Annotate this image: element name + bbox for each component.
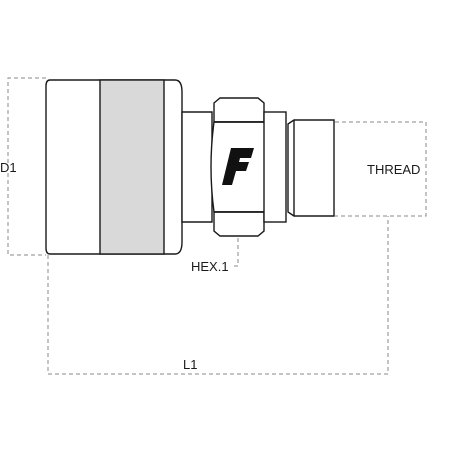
thread-label: THREAD [367,162,420,177]
dimension-lines [7,77,427,375]
hex-leader-line [232,238,239,267]
d1-dimension-line [7,77,46,256]
brand-logo-icon [222,148,254,185]
thread-dimension-line [335,121,427,217]
l1-dimension-line [47,216,389,375]
l1-label: L1 [183,357,197,372]
sleeve-neck [181,111,213,223]
thread-end [287,119,335,217]
d1-label: D1 [0,160,17,175]
hex-label: HEX.1 [191,259,229,274]
collar [263,111,287,223]
coupling-body [45,79,335,255]
sleeve-grip-band [99,79,165,255]
